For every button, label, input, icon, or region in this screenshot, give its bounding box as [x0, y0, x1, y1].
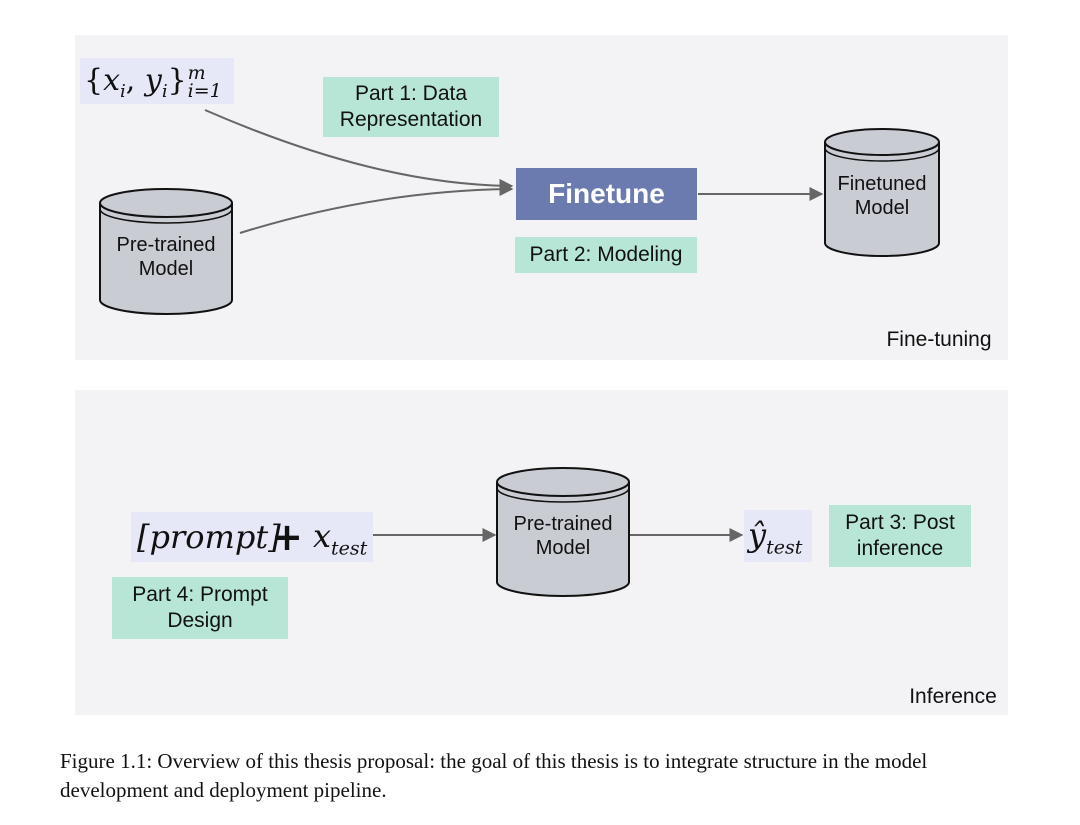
dataset-x: x: [103, 63, 121, 98]
finetuned-model-label: Finetuned Model: [837, 173, 927, 219]
part1-label: Part 1: Data Representation: [323, 77, 499, 137]
part3-label: Part 3: Post inference: [829, 505, 971, 567]
xtest-expression: xtest: [309, 512, 373, 562]
inference-panel-label: Inference: [909, 685, 997, 708]
prompt-expression: [prompt]: [131, 512, 309, 562]
dataset-y: y: [144, 63, 162, 98]
dataset-y-index: i: [161, 81, 168, 102]
yhat-expression: ŷtest: [744, 510, 812, 562]
part4-label: Part 4: Prompt Design: [112, 577, 288, 639]
dataset-open-brace: {: [84, 63, 104, 98]
yhat-subscript: test: [766, 536, 803, 559]
yhat-base: ŷ: [748, 516, 767, 554]
inference-pretrained-model-label: Pre-trained Model: [513, 513, 613, 559]
arrow-dataset-to-finetune: [204, 109, 514, 193]
dataset-superscript: m: [187, 62, 206, 84]
figure-caption: Figure 1.1: Overview of this thesis prop…: [60, 749, 928, 802]
part2-label: Part 2: Modeling: [515, 237, 697, 273]
finetune-box: Finetune: [516, 168, 697, 220]
inference-pretrained-model-cylinder: [496, 467, 630, 597]
dataset-comma: ,: [125, 63, 145, 98]
xtest-base: x: [313, 517, 332, 555]
finetuned-model-cylinder: [824, 128, 940, 257]
pretrained-model-label: Pre-trained Model: [116, 234, 216, 280]
prompt-text: [prompt]: [137, 518, 281, 556]
dataset-subscript: i=1: [187, 80, 222, 102]
arrow-pretrained-to-finetune: [239, 182, 514, 234]
xtest-subscript: test: [331, 537, 368, 560]
dataset-close-brace: }: [167, 63, 187, 98]
fine-tuning-panel-label: Fine-tuning: [886, 328, 992, 351]
pretrained-model-cylinder: [99, 188, 233, 315]
plus-sign: +: [271, 515, 303, 559]
dataset-x-index: i: [120, 81, 126, 102]
